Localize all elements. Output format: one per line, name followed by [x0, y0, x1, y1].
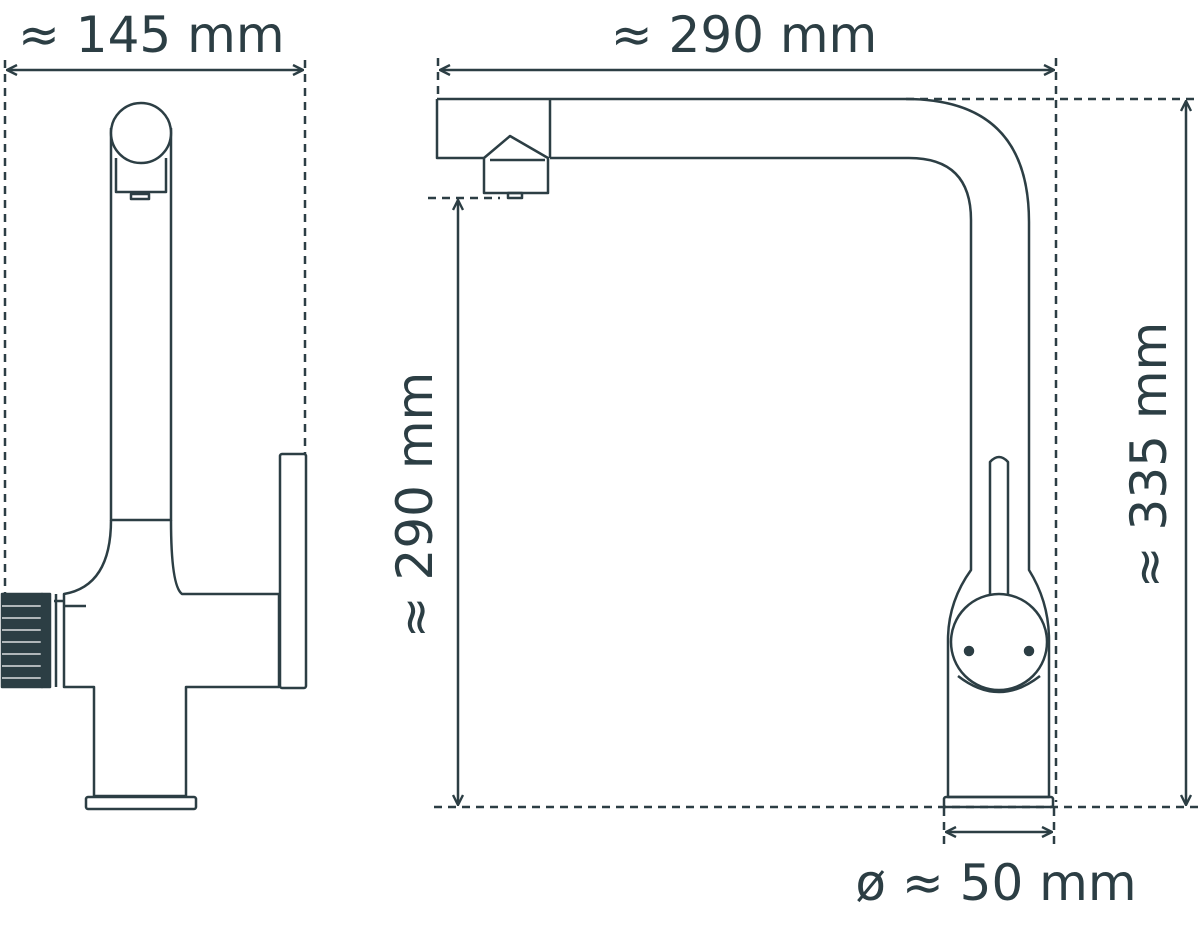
side-base-plate	[84, 795, 198, 811]
total-height-label: ≈ 335 mm	[1120, 322, 1178, 589]
front-lever-hub-arc	[957, 675, 1041, 694]
front-lever-hub	[949, 592, 1049, 692]
front-aerator	[506, 191, 524, 200]
front-hot-indicator	[963, 645, 975, 657]
side-width-label: ≈ 145 mm	[18, 6, 285, 64]
side-spout-tube	[109, 128, 173, 522]
front-lever	[988, 455, 1010, 630]
side-knob	[0, 592, 44, 689]
side-spout-outlet	[114, 158, 168, 194]
side-aerator	[129, 192, 151, 201]
front-view	[428, 58, 1198, 848]
side-body	[62, 519, 281, 798]
base-diameter-label: ø ≈ 50 mm	[855, 854, 1136, 912]
side-lever-plate	[278, 452, 308, 690]
front-cold-indicator	[1023, 645, 1035, 657]
front-base	[942, 795, 1055, 809]
front-outlet	[482, 134, 550, 195]
front-width-label: ≈ 290 mm	[611, 6, 878, 64]
side-spout-head	[109, 101, 173, 165]
side-knob-collar	[40, 592, 52, 689]
side-view	[0, 60, 308, 811]
side-knob-knurl	[2, 605, 42, 679]
front-spout	[435, 97, 1031, 522]
spout-height-label: ≈ 290 mm	[386, 372, 444, 639]
